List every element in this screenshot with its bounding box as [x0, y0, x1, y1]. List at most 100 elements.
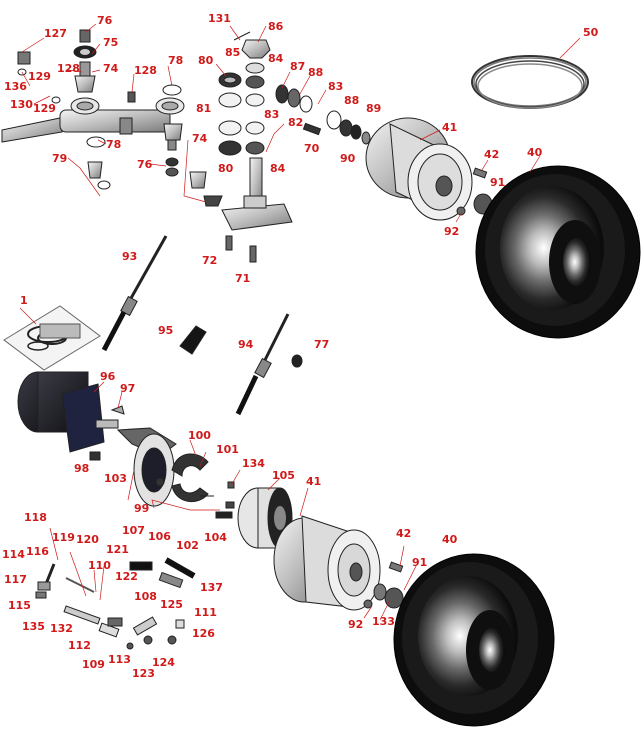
callout-109: 109: [82, 658, 105, 671]
callout-75: 75: [103, 36, 118, 49]
callout-81: 81: [196, 102, 211, 115]
leader-lines: [19, 23, 581, 621]
callout-135: 135: [22, 620, 45, 633]
callout-50: 50: [583, 26, 599, 39]
ball-joint-left: [17, 29, 136, 103]
tire-bottom: [393, 553, 555, 727]
callout-98: 98: [74, 462, 89, 475]
callout-83: 83: [328, 80, 343, 93]
callout-76: 76: [137, 158, 153, 171]
callout-120: 120: [76, 533, 99, 546]
callout-42: 42: [396, 527, 411, 540]
callout-89: 89: [366, 102, 381, 115]
boot-95: [179, 325, 207, 355]
callout-42: 42: [484, 148, 499, 161]
callout-111: 111: [194, 606, 217, 619]
callout-103: 103: [104, 472, 127, 485]
callout-126: 126: [192, 627, 215, 640]
callout-82: 82: [288, 116, 303, 129]
callout-71: 71: [235, 272, 250, 285]
callout-40: 40: [442, 533, 458, 546]
callout-107: 107: [122, 524, 145, 537]
brake-assembly: [116, 427, 235, 519]
callout-91: 91: [412, 556, 427, 569]
brake-linkage: [35, 557, 196, 650]
callout-83: 83: [264, 108, 279, 121]
rim-top: [365, 117, 493, 221]
callout-117: 117: [4, 573, 27, 586]
callout-86: 86: [268, 20, 284, 33]
callout-88: 88: [344, 94, 359, 107]
callout-129: 129: [33, 102, 56, 115]
callout-136: 136: [4, 80, 27, 93]
callout-41: 41: [306, 475, 321, 488]
callout-84: 84: [270, 162, 286, 175]
callout-1: 1: [20, 294, 28, 307]
callout-128: 128: [134, 64, 157, 77]
callout-108: 108: [134, 590, 157, 603]
coiled-cable: [471, 55, 589, 109]
axle-assembly: [1, 97, 185, 143]
callout-78: 78: [168, 54, 183, 67]
callout-92: 92: [348, 618, 363, 631]
brake-cable-94: [235, 313, 303, 416]
seal-kit: [3, 305, 101, 371]
callout-76: 76: [97, 14, 113, 27]
callout-122: 122: [115, 570, 138, 583]
callout-137: 137: [200, 581, 223, 594]
callout-130: 130: [10, 98, 33, 111]
hydraulic-motor: [17, 371, 125, 461]
callout-40: 40: [527, 146, 543, 159]
callout-129: 129: [28, 70, 51, 83]
callout-74: 74: [192, 132, 208, 145]
callout-95: 95: [158, 324, 173, 337]
callout-105: 105: [272, 469, 295, 482]
callout-121: 121: [106, 543, 129, 556]
callout-93: 93: [122, 250, 137, 263]
callout-79: 79: [52, 152, 67, 165]
callout-113: 113: [108, 653, 131, 666]
callout-78: 78: [106, 138, 121, 151]
callout-80: 80: [198, 54, 214, 67]
callout-94: 94: [238, 338, 254, 351]
callout-70: 70: [304, 142, 320, 155]
callout-72: 72: [202, 254, 217, 267]
callout-106: 106: [148, 530, 171, 543]
callout-84: 84: [268, 52, 284, 65]
callout-128: 128: [57, 62, 80, 75]
callout-104: 104: [204, 531, 227, 544]
callout-97: 97: [120, 382, 135, 395]
callout-123: 123: [132, 667, 155, 680]
callout-134: 134: [242, 457, 265, 470]
callout-77: 77: [314, 338, 329, 351]
callout-132: 132: [50, 622, 73, 635]
callout-100: 100: [188, 429, 211, 442]
callout-114: 114: [2, 548, 25, 561]
callout-101: 101: [216, 443, 239, 456]
spindle-assembly: [218, 31, 371, 263]
callout-116: 116: [26, 545, 49, 558]
callout-110: 110: [88, 559, 111, 572]
rim-bottom: [273, 515, 404, 611]
callout-92: 92: [444, 225, 459, 238]
callout-131: 131: [208, 12, 231, 25]
callout-80: 80: [218, 162, 234, 175]
callout-91: 91: [490, 176, 505, 189]
callout-41: 41: [442, 121, 457, 134]
callout-88: 88: [308, 66, 323, 79]
callout-112: 112: [68, 639, 91, 652]
callout-85: 85: [225, 46, 240, 59]
callout-124: 124: [152, 656, 175, 669]
callout-115: 115: [8, 599, 31, 612]
callout-127: 127: [44, 27, 67, 40]
callout-96: 96: [100, 370, 116, 383]
callout-133: 133: [372, 615, 395, 628]
callout-74: 74: [103, 62, 119, 75]
callout-labels: 127 76 75 128 74 136 129 130 129 128 78 …: [2, 12, 599, 680]
callout-119: 119: [52, 531, 75, 544]
callout-90: 90: [340, 152, 356, 165]
callout-99: 99: [134, 502, 149, 515]
callout-125: 125: [160, 598, 183, 611]
tire-top: [475, 165, 641, 339]
